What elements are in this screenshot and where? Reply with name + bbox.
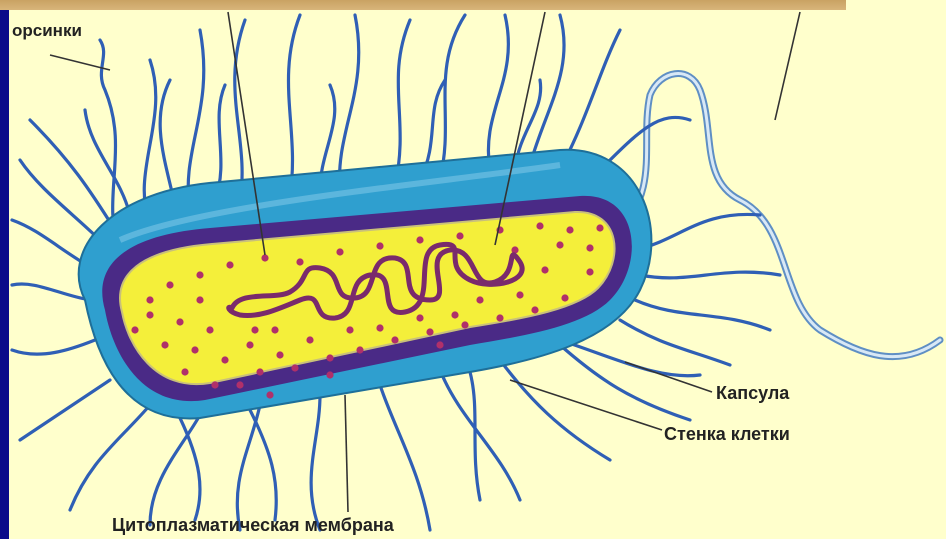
label-capsule: Капсула: [716, 383, 790, 403]
ribosome: [416, 314, 423, 321]
pilus: [70, 405, 150, 510]
pilus: [565, 30, 620, 160]
pilus: [635, 300, 770, 330]
ribosome: [356, 346, 363, 353]
ribosome: [456, 232, 463, 239]
pilus: [12, 284, 90, 300]
pilus: [560, 345, 690, 420]
ribosome: [251, 326, 258, 333]
ribosome: [246, 341, 253, 348]
ribosome: [326, 354, 333, 361]
pilus: [85, 110, 130, 215]
pilus: [500, 360, 610, 460]
pilus: [20, 160, 105, 245]
ribosome: [306, 336, 313, 343]
ribosome: [206, 326, 213, 333]
ribosome: [556, 241, 563, 248]
ribosome: [166, 281, 173, 288]
ribosome: [161, 341, 168, 348]
ribosome: [561, 294, 568, 301]
pilus: [160, 80, 175, 205]
ribosome: [256, 368, 263, 375]
ribosome: [451, 311, 458, 318]
pilus: [150, 415, 200, 525]
pilus: [12, 340, 95, 354]
ribosome: [131, 326, 138, 333]
pilus: [488, 15, 508, 170]
ribosome: [586, 268, 593, 275]
ribosome: [586, 244, 593, 251]
ribosome: [426, 328, 433, 335]
pilus: [395, 20, 410, 185]
ribosome: [196, 296, 203, 303]
ribosome: [516, 291, 523, 298]
ribosome: [461, 321, 468, 328]
ribosome: [296, 258, 303, 265]
ribosome: [541, 266, 548, 273]
flagellum: [620, 74, 940, 357]
ribosome: [266, 391, 273, 398]
pilus: [288, 15, 300, 195]
ribosome: [226, 261, 233, 268]
pilus: [640, 272, 780, 278]
ribosome: [271, 326, 278, 333]
pilus: [340, 15, 359, 190]
ribosome: [416, 236, 423, 243]
ribosome: [536, 222, 543, 229]
ribosome: [276, 351, 283, 358]
ribosome: [436, 341, 443, 348]
pilus: [470, 372, 480, 500]
ribosome: [376, 324, 383, 331]
ribosome: [336, 248, 343, 255]
pilus: [440, 370, 520, 500]
ribosome: [531, 306, 538, 313]
ribosome: [496, 314, 503, 321]
pilus: [620, 320, 730, 365]
ribosome: [376, 242, 383, 249]
ribosome: [146, 311, 153, 318]
ribosome: [196, 271, 203, 278]
ribosome: [261, 254, 268, 261]
ribosome: [596, 224, 603, 231]
pilus: [311, 395, 320, 530]
ribosome: [211, 381, 218, 388]
ribosome: [146, 296, 153, 303]
ribosome: [291, 364, 298, 371]
ribosome: [566, 226, 573, 233]
ribosome: [326, 371, 333, 378]
ribosome: [221, 356, 228, 363]
ribosome: [346, 326, 353, 333]
ribosome: [391, 336, 398, 343]
label-pili: орсинки: [12, 21, 82, 40]
pilus: [20, 380, 110, 440]
ribosome: [191, 346, 198, 353]
pilus: [380, 385, 430, 530]
pilus: [530, 15, 564, 165]
pilus: [560, 340, 700, 376]
ribosome: [181, 368, 188, 375]
label-cytoplasmic-membrane: Цитоплазматическая мембрана: [112, 515, 395, 535]
label-cell-wall: Стенка клетки: [664, 424, 790, 444]
pilus: [635, 214, 760, 250]
ribosome: [236, 381, 243, 388]
pilus: [440, 15, 465, 178]
ribosome: [176, 318, 183, 325]
ribosome: [476, 296, 483, 303]
